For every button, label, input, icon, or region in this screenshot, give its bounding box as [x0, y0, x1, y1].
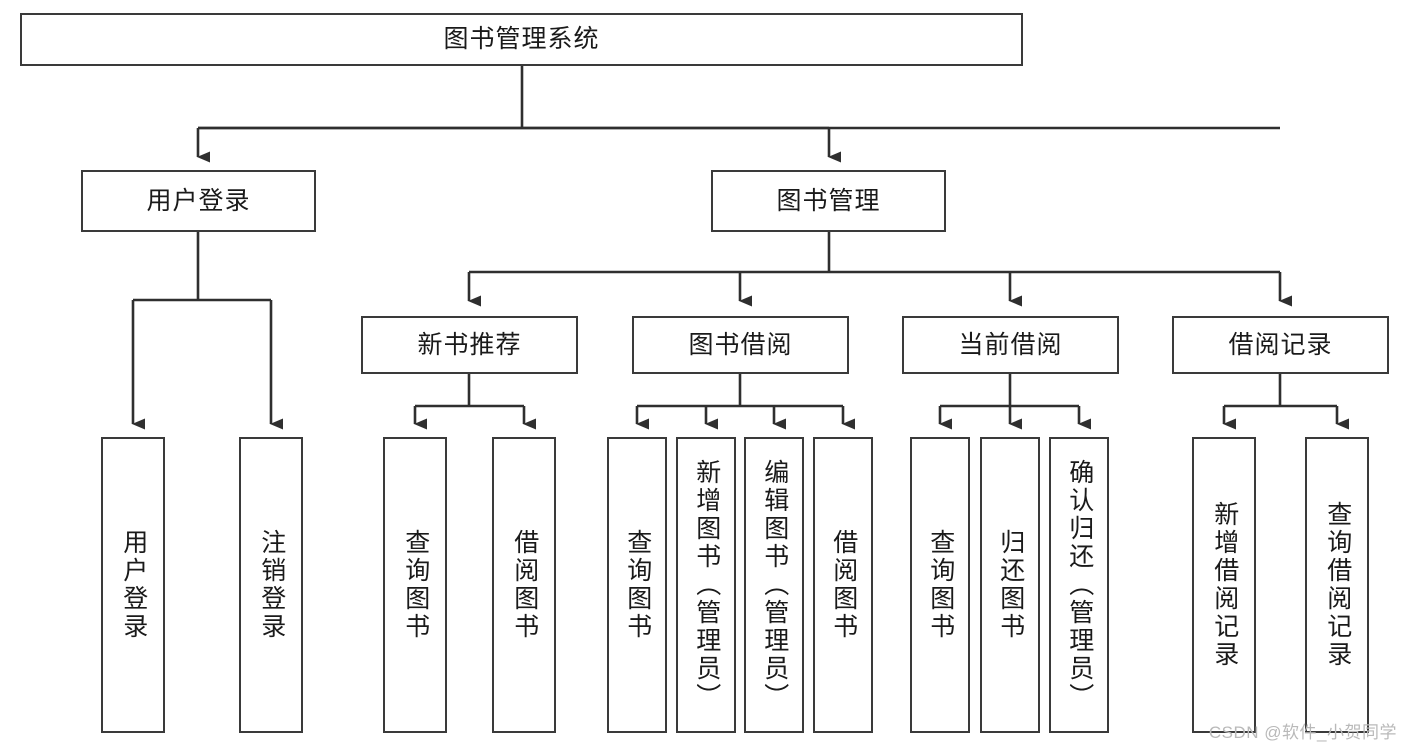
leaf-logout-login[interactable]: 注销登录	[239, 437, 303, 733]
node-label: 编辑图书（管理员）	[760, 459, 789, 711]
node-label: 查询图书	[401, 529, 430, 641]
leaf-add-borrow-record[interactable]: 新增借阅记录	[1192, 437, 1256, 733]
node-book-management[interactable]: 图书管理	[711, 170, 946, 232]
leaf-query-book-recommend[interactable]: 查询图书	[383, 437, 447, 733]
leaf-confirm-return-admin[interactable]: 确认归还（管理员）	[1049, 437, 1109, 733]
node-root-book-management-system[interactable]: 图书管理系统	[20, 13, 1023, 66]
node-label: 归还图书	[996, 529, 1025, 641]
node-label: 确认归还（管理员）	[1065, 459, 1094, 711]
node-label: 新增图书（管理员）	[692, 459, 721, 711]
leaf-borrow-book-recommend[interactable]: 借阅图书	[492, 437, 556, 733]
node-borrow-record[interactable]: 借阅记录	[1172, 316, 1389, 374]
node-label: 借阅图书	[510, 529, 539, 641]
node-user-login[interactable]: 用户登录	[81, 170, 316, 232]
node-label: 查询图书	[926, 529, 955, 641]
node-label: 借阅记录	[1228, 330, 1333, 359]
node-book-borrow[interactable]: 图书借阅	[632, 316, 849, 374]
leaf-return-book[interactable]: 归还图书	[980, 437, 1040, 733]
csdn-watermark: CSDN @软件_小贺同学	[1208, 723, 1397, 742]
node-label: 图书管理系统	[443, 25, 600, 53]
node-label: 新书推荐	[417, 330, 522, 359]
node-label: 图书借阅	[688, 330, 793, 359]
node-label: 当前借阅	[958, 330, 1063, 359]
leaf-query-book-borrow[interactable]: 查询图书	[607, 437, 667, 733]
leaf-add-book-admin[interactable]: 新增图书（管理员）	[676, 437, 736, 733]
leaf-user-login[interactable]: 用户登录	[101, 437, 165, 733]
node-label: 新增借阅记录	[1210, 501, 1239, 669]
node-label: 图书管理	[776, 186, 881, 215]
node-current-borrow[interactable]: 当前借阅	[902, 316, 1119, 374]
node-label: 查询借阅记录	[1323, 501, 1352, 669]
leaf-borrow-book[interactable]: 借阅图书	[813, 437, 873, 733]
node-label: 注销登录	[257, 529, 286, 641]
node-new-book-recommend[interactable]: 新书推荐	[361, 316, 578, 374]
node-label: 用户登录	[119, 529, 148, 641]
node-label: 查询图书	[623, 529, 652, 641]
node-label: 借阅图书	[829, 529, 858, 641]
leaf-query-borrow-record[interactable]: 查询借阅记录	[1305, 437, 1369, 733]
leaf-query-book-current[interactable]: 查询图书	[910, 437, 970, 733]
node-label: 用户登录	[146, 186, 251, 215]
leaf-edit-book-admin[interactable]: 编辑图书（管理员）	[744, 437, 804, 733]
